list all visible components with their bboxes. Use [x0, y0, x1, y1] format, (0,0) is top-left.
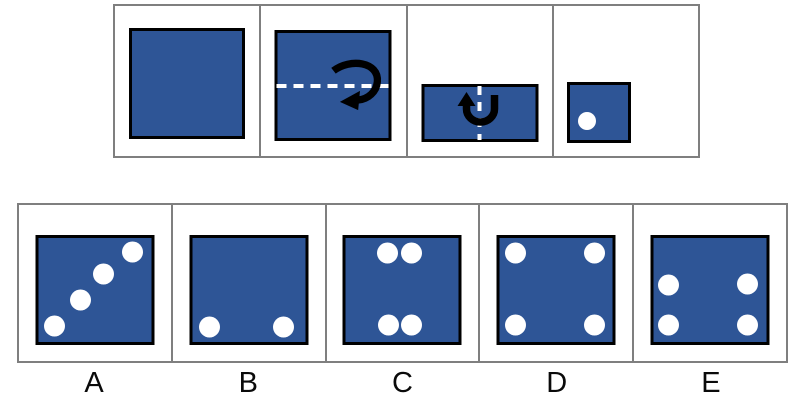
punched-hole [584, 242, 606, 264]
punched-hole [657, 274, 679, 296]
punched-hole [505, 314, 527, 336]
punched-hole [121, 241, 143, 263]
punched-hole [401, 242, 423, 264]
punched-hole [505, 242, 527, 264]
option-label-b: B [238, 367, 258, 399]
option-label-c: C [392, 367, 413, 399]
option-label-d: D [546, 367, 568, 399]
punched-hole [198, 316, 220, 338]
option-d-square[interactable] [496, 235, 616, 345]
option-cell-a [19, 205, 171, 361]
punched-hole [69, 289, 91, 311]
vertical-fold-line [477, 86, 482, 140]
fold-top-down-arrow-icon [331, 59, 382, 111]
option-b-square[interactable] [189, 235, 309, 345]
punched-hole [584, 314, 606, 336]
option-labels-row: A B C D E [17, 364, 788, 402]
paper-full-square [129, 28, 246, 139]
fold-right-over-left-arrow-icon [457, 92, 499, 126]
punched-hole [273, 316, 295, 338]
answer-options-strip [17, 203, 788, 363]
punched-hole [93, 263, 115, 285]
punched-hole [736, 273, 758, 295]
horizontal-fold-line [276, 83, 390, 88]
option-cell-d [478, 205, 632, 361]
option-a-square[interactable] [35, 235, 155, 345]
fold-sequence-strip [113, 4, 700, 158]
option-c-square[interactable] [342, 235, 462, 345]
sequence-panel-1 [115, 6, 259, 156]
punched-hole [43, 315, 65, 337]
sequence-panel-2 [259, 6, 405, 156]
option-e-square[interactable] [650, 235, 770, 345]
punched-hole [657, 314, 679, 336]
punched-hole [736, 314, 758, 336]
punched-hole [378, 314, 400, 336]
sequence-panel-3 [405, 6, 552, 156]
option-cell-c [324, 205, 479, 361]
punched-hole [377, 242, 399, 264]
paper-square-with-horizontal-fold [274, 30, 392, 141]
punched-hole [577, 111, 596, 130]
sequence-panel-4 [551, 6, 698, 156]
option-label-a: A [84, 367, 104, 399]
paper-half-with-vertical-fold [421, 84, 539, 142]
option-label-e: E [701, 367, 721, 399]
paper-quarter-punched [566, 82, 631, 143]
punched-hole [401, 314, 423, 336]
option-cell-b [170, 205, 325, 361]
option-cell-e [632, 205, 786, 361]
